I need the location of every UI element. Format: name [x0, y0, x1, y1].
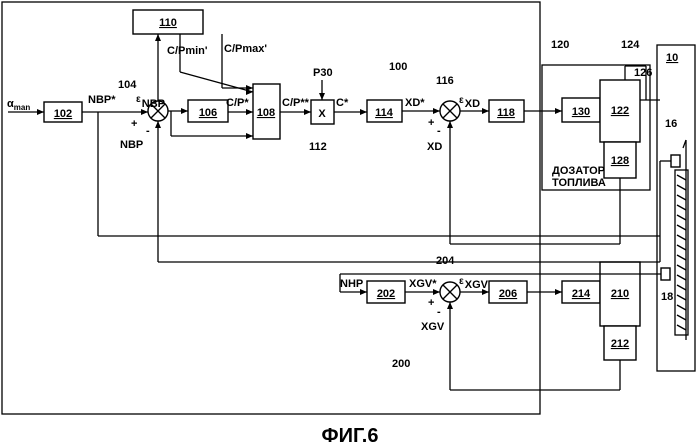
- xgv-feedback-label: XGV: [421, 321, 445, 333]
- cp-2star-label: C/P**: [282, 97, 310, 109]
- block-206-label: 206: [499, 288, 517, 300]
- sensor-18: [661, 268, 670, 280]
- xgv-star-label: XGV*: [409, 278, 437, 290]
- block-128-label: 128: [611, 155, 629, 167]
- nbp-feedback-label: NBP: [120, 139, 143, 151]
- eps-nbp-label: εNBP: [136, 94, 165, 110]
- block-212-label: 212: [611, 338, 629, 350]
- ref-124: 124: [621, 39, 640, 51]
- ref-18: 18: [661, 291, 673, 303]
- ref-200: 200: [392, 358, 410, 370]
- block-210-label: 210: [611, 288, 629, 300]
- sensor-16: [671, 155, 680, 167]
- xd-star-label: XD*: [405, 97, 425, 109]
- controller-frame: [2, 2, 540, 414]
- signal-lines: [8, 34, 671, 390]
- plus-sign-116: +: [428, 117, 434, 129]
- xd-feedback-label: XD: [427, 141, 442, 153]
- block-114-label: 114: [375, 107, 394, 119]
- block-130-label: 130: [572, 106, 590, 118]
- multiplier-x-label: X: [318, 108, 326, 120]
- ref-204: 204: [436, 255, 455, 267]
- eps-xd-label: εXD: [459, 95, 480, 110]
- ref-126: 126: [634, 67, 652, 79]
- engine-internals: [675, 140, 688, 340]
- alpha-label: αman: [7, 98, 30, 112]
- block-122-label: 122: [611, 105, 629, 117]
- nbp-star-label: NBP*: [88, 94, 116, 106]
- ref-104: 104: [118, 79, 137, 91]
- block-108-label: 108: [257, 107, 275, 119]
- cp-min-label: C/Pmin': [167, 45, 208, 57]
- ref-16: 16: [665, 118, 677, 130]
- p30-label: P30: [313, 67, 333, 79]
- block-106-label: 106: [199, 107, 217, 119]
- block-102-label: 102: [54, 108, 72, 120]
- nhp-label: NHP: [340, 278, 363, 290]
- eps-xgv-label: εXGV: [459, 276, 489, 291]
- block-10-label: 10: [666, 52, 678, 64]
- c-star-label: C*: [336, 97, 349, 109]
- cp-star-label: C/P*: [226, 97, 249, 109]
- arrowheads: [37, 34, 562, 309]
- engine-block-10: [657, 45, 695, 371]
- block-202-label: 202: [377, 288, 395, 300]
- block-110-label: 110: [159, 17, 177, 29]
- ref-120: 120: [551, 39, 569, 51]
- doser-label-line1: ДОЗАТОР: [552, 165, 605, 177]
- block-118-label: 118: [497, 107, 515, 119]
- cp-max-label: C/Pmax': [224, 43, 267, 55]
- sum-junction-204: [440, 282, 460, 302]
- sum-junction-116: [440, 101, 460, 121]
- minus-sign-116: -: [437, 125, 441, 137]
- ref-112: 112: [309, 141, 327, 153]
- block-214-label: 214: [572, 288, 591, 300]
- minus-sign-104: -: [146, 125, 150, 137]
- plus-sign-204: +: [428, 297, 434, 309]
- plus-sign-104: +: [131, 118, 137, 130]
- minus-sign-204: -: [437, 306, 441, 318]
- ref-116: 116: [436, 75, 454, 87]
- ref-100: 100: [389, 61, 407, 73]
- figure-caption: ФИГ.6: [322, 425, 379, 447]
- doser-label-line2: ТОПЛИВА: [552, 177, 606, 189]
